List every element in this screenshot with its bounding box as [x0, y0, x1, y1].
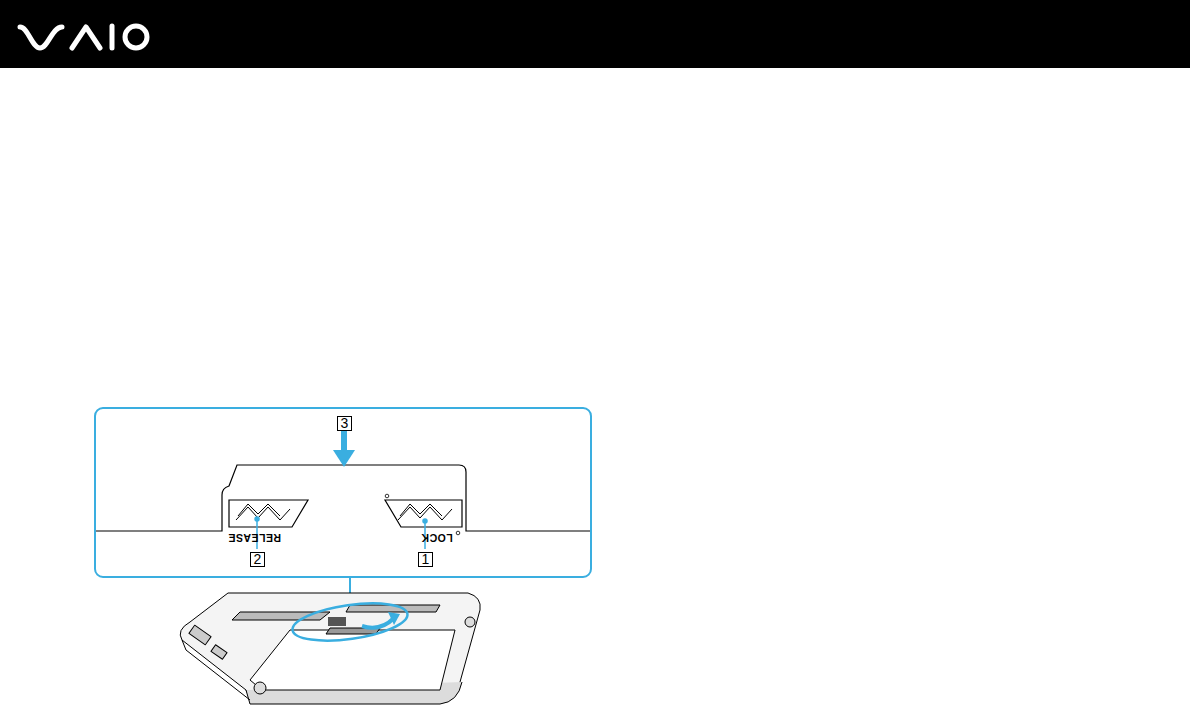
push-arrow-head — [333, 450, 355, 467]
vaio-logo — [20, 26, 147, 48]
callout-number: 1 — [418, 552, 433, 567]
callout-frame — [95, 408, 591, 577]
laptop-drawing — [180, 593, 480, 704]
lock-mark — [385, 494, 389, 498]
part-label: RELEASE — [228, 532, 281, 543]
part-label: LOCK — [421, 532, 453, 543]
latch-grip — [236, 504, 452, 520]
battery-outline — [96, 465, 590, 531]
lock-mark — [456, 531, 460, 535]
latch-spot — [328, 617, 346, 626]
callout-number: 2 — [250, 552, 265, 567]
slide-arrow — [362, 618, 394, 628]
callout-number: 3 — [337, 416, 352, 431]
push-arrow — [341, 431, 347, 452]
slide-arrow-head — [388, 612, 400, 625]
highlight-ring — [290, 597, 410, 647]
latch — [229, 500, 462, 527]
header-bar — [0, 0, 1190, 68]
